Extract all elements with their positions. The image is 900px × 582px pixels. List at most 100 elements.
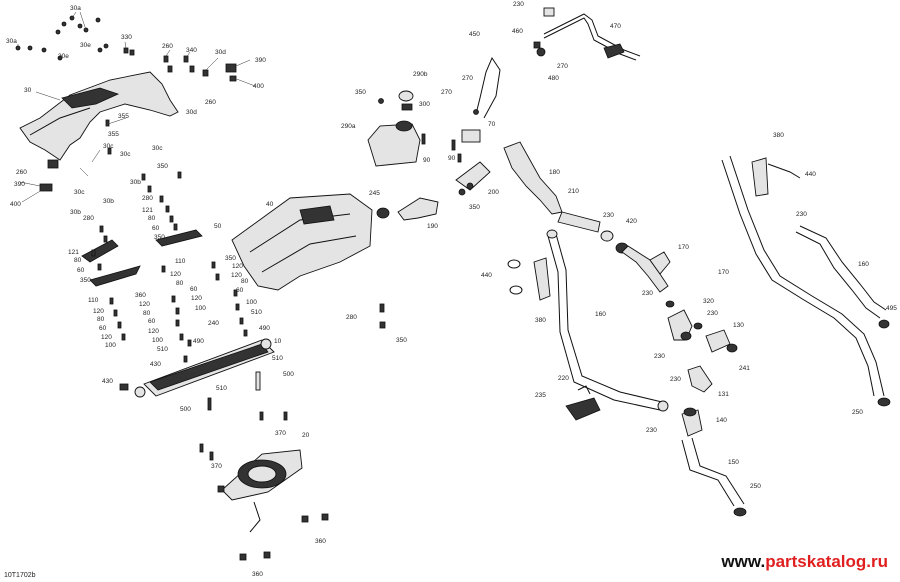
callout: 235 bbox=[535, 392, 546, 399]
callout: 320 bbox=[703, 298, 714, 305]
callout: 120 bbox=[148, 328, 159, 335]
callout: 30c bbox=[120, 151, 131, 158]
callout: 130 bbox=[733, 322, 744, 329]
callout: 180 bbox=[549, 169, 560, 176]
callout: 360 bbox=[252, 571, 263, 578]
callout: 60 bbox=[148, 318, 156, 325]
small-hose-450 bbox=[475, 56, 501, 119]
callout: 400 bbox=[10, 201, 21, 208]
callout: 450 bbox=[469, 31, 480, 38]
callout: 300 bbox=[419, 101, 430, 108]
callout: 500 bbox=[283, 371, 294, 378]
callout: 230 bbox=[603, 212, 614, 219]
callout: 80 bbox=[74, 257, 82, 264]
callout: 440 bbox=[805, 171, 816, 178]
callout: 30b bbox=[103, 198, 114, 205]
callout: 140 bbox=[716, 417, 727, 424]
callout: 360 bbox=[315, 538, 326, 545]
callout: 270 bbox=[557, 63, 568, 70]
callout: 280 bbox=[142, 195, 153, 202]
callout: 170 bbox=[678, 244, 689, 251]
callout: 80 bbox=[176, 280, 184, 287]
watermark-text: www.partskatalog.ru bbox=[721, 552, 888, 571]
callout: 80 bbox=[97, 316, 105, 323]
callout: 30c bbox=[74, 189, 85, 196]
callout: 430 bbox=[150, 361, 161, 368]
leader-lines-left bbox=[17, 11, 256, 203]
callout: 220 bbox=[558, 375, 569, 382]
callout: 120 bbox=[139, 301, 150, 308]
callout: 510 bbox=[157, 346, 168, 353]
callout: 60 bbox=[152, 225, 160, 232]
callout: 60 bbox=[236, 287, 244, 294]
callout: 250 bbox=[750, 483, 761, 490]
callout: 200 bbox=[488, 189, 499, 196]
callout: 230 bbox=[670, 376, 681, 383]
callout: 30a bbox=[6, 38, 17, 45]
callout: 230 bbox=[646, 427, 657, 434]
hose-380-center bbox=[533, 257, 551, 301]
callout: 260 bbox=[162, 43, 173, 50]
callout: 270 bbox=[462, 75, 473, 82]
hose-170-right bbox=[721, 155, 891, 407]
callout: 250 bbox=[852, 409, 863, 416]
watermark: www.partskatalog.ru bbox=[721, 552, 888, 572]
callout: 60 bbox=[190, 286, 198, 293]
callout: 290a bbox=[341, 123, 356, 130]
callout: 241 bbox=[739, 365, 750, 372]
callout: 160 bbox=[595, 311, 606, 318]
callout: 380 bbox=[535, 317, 546, 324]
bracket-235 bbox=[565, 385, 601, 421]
callout: 230 bbox=[654, 353, 665, 360]
callout: 30d bbox=[186, 109, 197, 116]
callout: 510 bbox=[216, 385, 227, 392]
callout: 210 bbox=[568, 188, 579, 195]
callout: 40 bbox=[266, 201, 274, 208]
callout: 120 bbox=[191, 295, 202, 302]
callout: 90 bbox=[448, 155, 456, 162]
callout: 170 bbox=[718, 269, 729, 276]
callout: 70 bbox=[488, 121, 496, 128]
callout: 350 bbox=[154, 234, 165, 241]
callout: 120 bbox=[232, 263, 243, 270]
callout: 121 bbox=[68, 249, 79, 256]
hose-150 bbox=[681, 437, 747, 517]
callout: 350 bbox=[80, 277, 91, 284]
callout: 120 bbox=[101, 334, 112, 341]
callout-labels: 30a 30a 30e 30e 330 260 340 30d 390 400 … bbox=[6, 1, 897, 578]
air-intake-duct bbox=[231, 193, 373, 291]
callout: 420 bbox=[626, 218, 637, 225]
callout: 510 bbox=[251, 309, 262, 316]
callout: 280 bbox=[346, 314, 357, 321]
callout: 30c bbox=[103, 143, 114, 150]
callout: 10 bbox=[274, 338, 282, 345]
callout: 340 bbox=[186, 47, 197, 54]
callout: 30c bbox=[152, 145, 163, 152]
callout: 30b bbox=[130, 179, 141, 186]
callout: 360 bbox=[135, 292, 146, 299]
callout: 260 bbox=[16, 169, 27, 176]
callout: 100 bbox=[152, 337, 163, 344]
callout: 80 bbox=[143, 310, 151, 317]
callout: 440 bbox=[481, 272, 492, 279]
callout: 30e bbox=[58, 53, 69, 60]
callout: 190 bbox=[427, 223, 438, 230]
body-panel bbox=[19, 71, 179, 161]
callout: 80 bbox=[148, 215, 156, 222]
callout: 290b bbox=[413, 71, 428, 78]
callout: 120 bbox=[231, 272, 242, 279]
callout: 355 bbox=[108, 131, 119, 138]
callout: 350 bbox=[396, 337, 407, 344]
callout: 60 bbox=[99, 325, 107, 332]
callout: 100 bbox=[246, 299, 257, 306]
callout: 131 bbox=[718, 391, 729, 398]
hose-160-center bbox=[546, 229, 669, 412]
callout: 120 bbox=[170, 271, 181, 278]
thermostat-housing bbox=[455, 129, 491, 196]
fitting-320 bbox=[665, 300, 738, 353]
callout: 495 bbox=[886, 305, 897, 312]
hose-180-210 bbox=[503, 141, 629, 254]
callout: 80 bbox=[241, 278, 249, 285]
airbox-lower bbox=[199, 411, 329, 561]
